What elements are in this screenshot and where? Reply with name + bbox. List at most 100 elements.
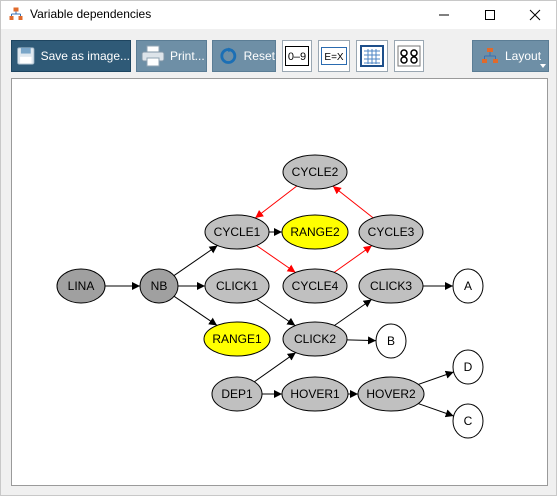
reset-icon bbox=[220, 47, 237, 64]
edge-nb-range1 bbox=[173, 295, 218, 326]
maximize-icon bbox=[485, 10, 495, 20]
toolbar: Save as image... Print... Reset 0–9 bbox=[1, 35, 556, 75]
node-label-hover1: HOVER1 bbox=[290, 387, 340, 401]
window-title: Variable dependencies bbox=[30, 7, 152, 21]
node-shape-cycle3 bbox=[358, 214, 424, 250]
node-label-hover2: HOVER2 bbox=[366, 387, 416, 401]
node-shape-click2 bbox=[282, 321, 348, 357]
print-label: Print... bbox=[170, 49, 205, 63]
node-label-cycle4: CYCLE4 bbox=[292, 279, 339, 293]
node-shape-hover1 bbox=[281, 376, 349, 412]
node-label-a: A bbox=[464, 279, 472, 293]
layout-icon bbox=[482, 48, 498, 63]
edge-cycle2-cycle1 bbox=[254, 185, 298, 219]
edge-cycle3-cycle2 bbox=[332, 185, 374, 219]
node-click1[interactable]: CLICK1 bbox=[204, 268, 270, 304]
node-shape-click1 bbox=[204, 268, 270, 304]
edge-hover2-c bbox=[418, 403, 454, 418]
save-image-button[interactable]: Save as image... bbox=[11, 40, 131, 72]
node-label-cycle2: CYCLE2 bbox=[292, 165, 339, 179]
node-lina[interactable]: LINA bbox=[56, 268, 106, 304]
link-icon bbox=[397, 45, 421, 67]
node-a[interactable]: A bbox=[452, 268, 484, 304]
number-tool-label: 0–9 bbox=[288, 51, 306, 63]
node-label-click2: CLICK2 bbox=[294, 332, 336, 346]
edge-click2-b bbox=[346, 336, 377, 345]
node-shape-c bbox=[452, 403, 484, 439]
grid-view-button[interactable] bbox=[356, 40, 388, 72]
node-cycle2[interactable]: CYCLE2 bbox=[282, 154, 348, 190]
node-cycle1[interactable]: CYCLE1 bbox=[204, 214, 270, 250]
node-d[interactable]: D bbox=[452, 349, 484, 385]
node-click2[interactable]: CLICK2 bbox=[282, 321, 348, 357]
edge-hover2-d bbox=[418, 370, 454, 385]
node-label-range2: RANGE2 bbox=[290, 225, 340, 239]
node-range1[interactable]: RANGE1 bbox=[203, 321, 271, 357]
node-shape-b bbox=[375, 323, 407, 359]
node-label-c: C bbox=[464, 414, 473, 428]
close-button[interactable] bbox=[512, 1, 557, 29]
expression-icon: E=X bbox=[321, 47, 347, 65]
edge-dep1-click2 bbox=[254, 352, 297, 383]
floppy-disk-icon bbox=[17, 47, 35, 65]
node-range2[interactable]: RANGE2 bbox=[281, 214, 349, 250]
node-label-d: D bbox=[464, 360, 473, 374]
reset-button[interactable]: Reset bbox=[212, 40, 276, 72]
print-button[interactable]: Print... bbox=[136, 40, 207, 72]
node-shape-hover2 bbox=[357, 376, 425, 412]
node-label-cycle3: CYCLE3 bbox=[368, 225, 415, 239]
edges-layer bbox=[105, 185, 454, 418]
edge-click1-click2 bbox=[256, 298, 296, 327]
minimize-icon bbox=[439, 14, 449, 16]
node-shape-lina bbox=[56, 268, 106, 304]
number-range-icon: 0–9 bbox=[285, 46, 309, 66]
node-shape-cycle4 bbox=[282, 268, 348, 304]
node-cycle3[interactable]: CYCLE3 bbox=[358, 214, 424, 250]
node-shape-range2 bbox=[281, 214, 349, 250]
node-hover1[interactable]: HOVER1 bbox=[281, 376, 349, 412]
save-image-label: Save as image... bbox=[40, 49, 130, 63]
node-c[interactable]: C bbox=[452, 403, 484, 439]
node-nb[interactable]: NB bbox=[139, 268, 179, 304]
node-shape-click3 bbox=[358, 268, 424, 304]
expr-tool-label: E=X bbox=[324, 52, 344, 63]
node-b[interactable]: B bbox=[375, 323, 407, 359]
grid-icon bbox=[360, 45, 384, 67]
node-shape-dep1 bbox=[211, 376, 263, 412]
node-cycle4[interactable]: CYCLE4 bbox=[282, 268, 348, 304]
layout-dropdown-button[interactable]: Layout bbox=[472, 40, 549, 72]
node-label-range1: RANGE1 bbox=[212, 332, 262, 346]
maximize-button[interactable] bbox=[467, 1, 513, 29]
node-dep1[interactable]: DEP1 bbox=[211, 376, 263, 412]
node-shape-a bbox=[452, 268, 484, 304]
node-label-dep1: DEP1 bbox=[221, 387, 253, 401]
expression-button[interactable]: E=X bbox=[318, 40, 350, 72]
hierarchy-icon bbox=[9, 7, 23, 20]
node-click3[interactable]: CLICK3 bbox=[358, 268, 424, 304]
edge-cycle1-cycle4 bbox=[256, 245, 296, 273]
edge-cycle4-cycle3 bbox=[333, 245, 373, 273]
printer-icon bbox=[141, 45, 165, 67]
node-shape-range1 bbox=[203, 321, 271, 357]
node-shape-cycle2 bbox=[282, 154, 348, 190]
node-shape-cycle1 bbox=[204, 214, 270, 250]
close-icon bbox=[529, 9, 541, 21]
node-shape-d bbox=[452, 349, 484, 385]
title-bar[interactable]: Variable dependencies bbox=[1, 1, 556, 29]
node-label-nb: NB bbox=[151, 279, 168, 293]
node-label-b: B bbox=[387, 334, 395, 348]
node-shape-nb bbox=[139, 268, 179, 304]
minimize-button[interactable] bbox=[421, 1, 467, 29]
dropdown-arrow-icon bbox=[540, 64, 546, 68]
link-view-button[interactable] bbox=[394, 40, 424, 72]
number-format-button[interactable]: 0–9 bbox=[282, 40, 312, 72]
edge-nb-cycle1 bbox=[173, 245, 218, 277]
node-label-click1: CLICK1 bbox=[216, 279, 258, 293]
layout-label: Layout bbox=[505, 49, 542, 63]
node-hover2[interactable]: HOVER2 bbox=[357, 376, 425, 412]
reset-label: Reset bbox=[243, 49, 275, 63]
